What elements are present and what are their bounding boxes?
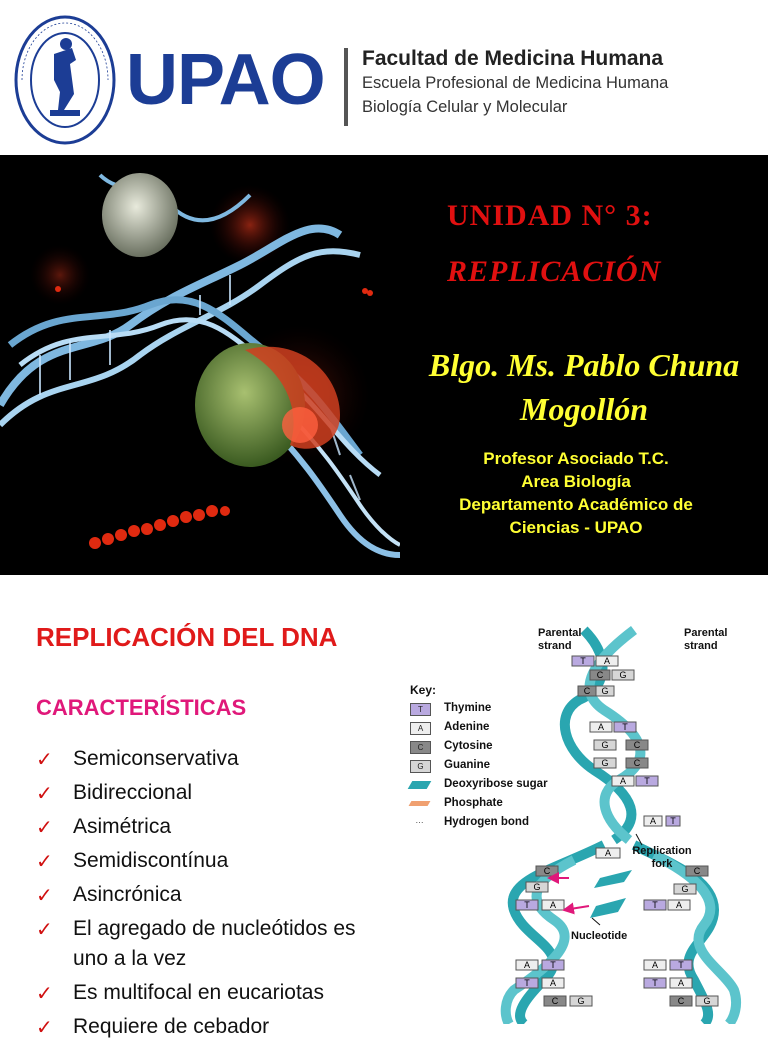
- title-banner: UNIDAD N° 3: REPLICACIÓN Blgo. Ms. Pablo…: [0, 155, 768, 575]
- check-icon: ✓: [36, 919, 53, 941]
- svg-text:A: A: [550, 900, 556, 910]
- list-item: ✓Asincrónica: [36, 880, 396, 910]
- list-item: ✓Asimétrica: [36, 812, 396, 842]
- svg-text:A: A: [620, 776, 626, 786]
- svg-text:A: A: [598, 722, 604, 732]
- svg-text:G: G: [533, 882, 540, 892]
- svg-text:T: T: [622, 722, 628, 732]
- svg-text:C: C: [552, 996, 559, 1006]
- svg-text:C: C: [584, 686, 591, 696]
- list-item: ✓Semiconservativa: [36, 744, 396, 774]
- topic-title: REPLICACIÓN: [447, 255, 662, 288]
- section-title: REPLICACIÓN DEL DNA: [36, 622, 338, 652]
- svg-text:T: T: [678, 960, 684, 970]
- course-name: Biología Celular y Molecular: [362, 97, 568, 116]
- list-item: ✓Bidireccional: [36, 778, 396, 808]
- check-icon: ✓: [36, 885, 53, 907]
- parental-strand-right-label: Parental strand: [684, 627, 728, 652]
- svg-text:A: A: [604, 656, 610, 666]
- list-item: ✓Semidiscontínua: [36, 846, 396, 876]
- svg-text:G: G: [681, 884, 688, 894]
- list-item: ✓Requiere de cebador: [36, 1012, 396, 1042]
- svg-text:A: A: [550, 978, 556, 988]
- check-icon: ✓: [36, 851, 53, 873]
- key-deoxyribose: Deoxyribose sugar: [407, 775, 548, 794]
- svg-text:G: G: [577, 996, 584, 1006]
- svg-text:C: C: [544, 866, 551, 876]
- svg-text:A: A: [652, 960, 658, 970]
- key-hydrogen-bond: ···Hydrogen bond: [415, 816, 529, 828]
- dna-replication-diagram: T A C G C G A T G C G C A T A T A C G T …: [500, 626, 742, 1024]
- author-name: Blgo. Ms. Pablo Chuna Mogollón: [428, 347, 740, 427]
- check-icon: ✓: [36, 817, 53, 839]
- svg-text:T: T: [644, 776, 650, 786]
- svg-text:T: T: [652, 978, 658, 988]
- check-icon: ✓: [36, 783, 53, 805]
- university-seal-logo: [14, 15, 116, 145]
- author-affiliation: Profesor Asociado T.C. Area Biología Dep…: [459, 449, 693, 537]
- svg-text:G: G: [601, 686, 608, 696]
- svg-text:T: T: [524, 978, 530, 988]
- svg-text:A: A: [650, 816, 656, 826]
- svg-text:A: A: [678, 978, 684, 988]
- svg-text:G: G: [703, 996, 710, 1006]
- svg-text:T: T: [670, 816, 676, 826]
- svg-text:C: C: [634, 758, 641, 768]
- svg-text:A: A: [676, 900, 682, 910]
- list-item: ✓Es multifocal en eucariotas: [36, 978, 396, 1008]
- svg-text:G: G: [601, 740, 608, 750]
- dna-replication-illustration: [0, 173, 400, 558]
- school-name: Escuela Profesional de Medicina Humana: [362, 74, 669, 92]
- header: UPAO Facultad de Medicina Humana Escuela…: [0, 0, 768, 155]
- unit-title: UNIDAD N° 3:: [447, 199, 653, 232]
- svg-text:T: T: [550, 960, 556, 970]
- svg-text:C: C: [634, 740, 641, 750]
- svg-text:G: G: [601, 758, 608, 768]
- svg-text:T: T: [580, 656, 586, 666]
- svg-text:T: T: [524, 900, 530, 910]
- characteristics-list: ✓Semiconservativa ✓Bidireccional ✓Asimét…: [36, 744, 396, 1046]
- list-item: ✓El agregado de nucleótidos es uno a la …: [36, 917, 356, 970]
- section-subtitle: CARACTERÍSTICAS: [36, 695, 247, 720]
- key-phosphate: Phosphate: [408, 794, 548, 813]
- header-divider: [344, 48, 348, 126]
- svg-text:A: A: [605, 848, 611, 858]
- check-icon: ✓: [36, 1017, 53, 1039]
- svg-text:T: T: [652, 900, 658, 910]
- svg-text:C: C: [597, 670, 604, 680]
- brand-wordmark: UPAO: [126, 40, 326, 120]
- faculty-block: Facultad de Medicina Humana Escuela Prof…: [362, 48, 668, 115]
- svg-text:A: A: [524, 960, 530, 970]
- svg-text:G: G: [619, 670, 626, 680]
- svg-text:C: C: [694, 866, 701, 876]
- nucleotide-label: Nucleotide: [571, 930, 628, 942]
- check-icon: ✓: [36, 749, 53, 771]
- faculty-name: Facultad de Medicina Humana: [362, 47, 664, 70]
- replication-fork-label: Replication fork: [632, 845, 692, 870]
- key-title: Key:: [410, 683, 437, 697]
- check-icon: ✓: [36, 983, 53, 1005]
- parental-strand-left-label: Parental strand: [538, 627, 582, 652]
- svg-text:C: C: [678, 996, 685, 1006]
